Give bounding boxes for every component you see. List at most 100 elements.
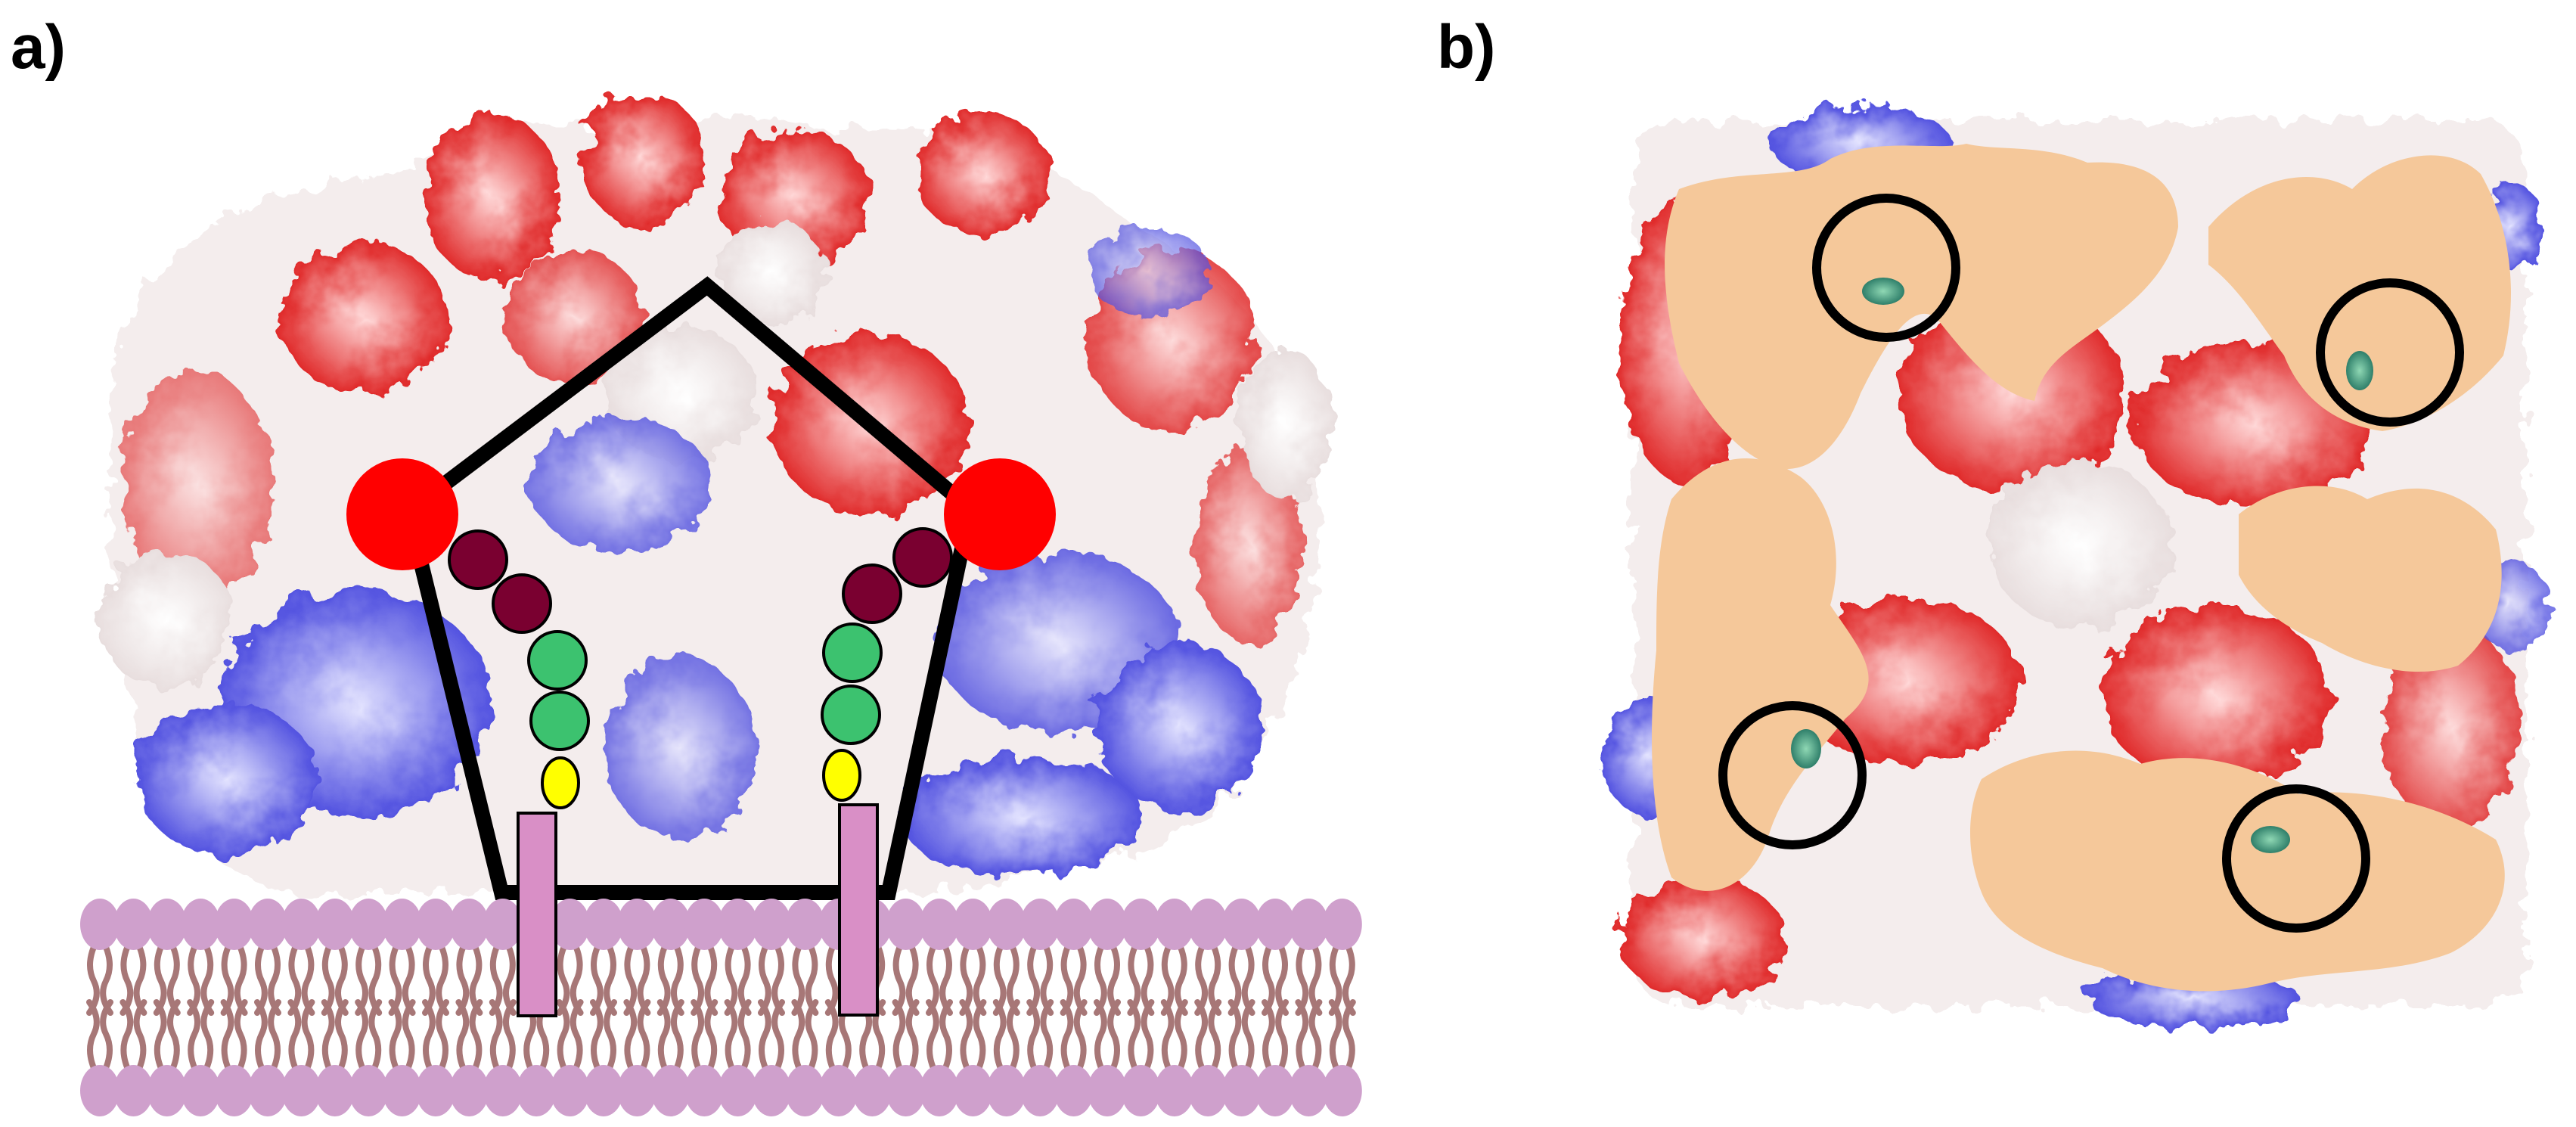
lipid-tail: [1006, 999, 1020, 1071]
lipid-tail: [1060, 999, 1074, 1071]
lipid-head: [80, 899, 119, 950]
lipid-tail: [905, 944, 920, 1016]
cross-section-cut: [1652, 144, 2511, 992]
lipid-head: [1121, 1065, 1161, 1116]
panel-label-a: a): [11, 13, 66, 82]
lipid-head: [718, 899, 758, 950]
lipid-bilayer: [80, 899, 1362, 1116]
lipid-head: [449, 899, 489, 950]
lipid-head: [1322, 899, 1362, 950]
lipid-tail: [1275, 999, 1289, 1071]
lipid-head: [785, 899, 825, 950]
lipid-tail: [959, 999, 973, 1071]
lipid-tail: [1275, 944, 1289, 1016]
lipid-head: [281, 1065, 321, 1116]
lipid-head: [147, 899, 187, 950]
lipid-tail: [973, 944, 987, 1016]
lipid-tail: [355, 944, 369, 1016]
red-sugar-right: [944, 458, 1056, 570]
lipid-tail: [287, 999, 302, 1071]
yellow-sugar-right: [822, 749, 861, 802]
lipid-head: [550, 899, 590, 950]
lipid-tail: [590, 944, 604, 1016]
black-circle-icon: [1718, 701, 1867, 849]
lipid-head: [214, 899, 254, 950]
lipid-tail: [623, 944, 638, 1016]
lipid-tail: [691, 944, 705, 1016]
lipid-tail: [604, 999, 617, 1071]
lipid-tail: [1073, 999, 1088, 1071]
lipid-tail: [268, 999, 281, 1071]
lipid-tail: [469, 999, 483, 1071]
lipid-tail: [1194, 944, 1209, 1016]
lipid-head: [349, 899, 389, 950]
lipid-tail: [254, 944, 268, 1016]
lipid-tail: [1308, 999, 1323, 1071]
lipid-tail: [737, 944, 752, 1016]
lipid-tail: [153, 944, 167, 1016]
lipid-tail: [737, 999, 752, 1071]
lipid-tail: [368, 944, 383, 1016]
lipid-tail: [670, 999, 684, 1071]
lipid-head: [684, 1065, 725, 1116]
highlight-spot-2: [2346, 351, 2373, 390]
lipid-tail: [234, 944, 248, 1016]
lipid-tail: [1295, 999, 1309, 1071]
lipid-tail: [455, 944, 470, 1016]
lipid-tail: [791, 999, 805, 1071]
lipid-tail: [100, 999, 113, 1071]
dark-sugar-left-1: [448, 529, 508, 590]
lipid-tail: [166, 999, 181, 1071]
lipid-tail: [637, 944, 651, 1016]
lipid-tail: [388, 999, 402, 1071]
lipid-tail: [153, 999, 167, 1071]
lipid-tail: [959, 944, 973, 1016]
lipid-tail: [724, 944, 738, 1016]
lipid-tail: [791, 944, 805, 1016]
lipid-tail: [1107, 999, 1121, 1071]
lipid-tail: [166, 944, 181, 1016]
lipid-tail: [301, 944, 315, 1016]
lipid-tail: [656, 999, 671, 1071]
lipid-tail: [992, 944, 1007, 1016]
lipid-head: [315, 1065, 355, 1116]
lipid-tail: [1241, 999, 1255, 1071]
lipid-tail: [805, 944, 819, 1016]
lipid-tail: [1040, 944, 1054, 1016]
black-circle-icon: [1812, 194, 1960, 342]
lipid-tail: [1241, 944, 1255, 1016]
lipid-head: [416, 1065, 455, 1116]
lipid-head: [1054, 899, 1094, 950]
lipid-tail: [926, 999, 939, 1071]
lipid-tail: [187, 999, 201, 1071]
lipid-tail: [704, 944, 718, 1016]
lipid-tail: [436, 944, 449, 1016]
lipid-tail: [220, 999, 234, 1071]
lipid-tail: [670, 944, 684, 1016]
dark-sugar-left-2: [492, 573, 552, 634]
lipid-head: [1255, 1065, 1295, 1116]
lipid-tail: [1208, 999, 1222, 1071]
lipid-head: [1221, 1065, 1262, 1116]
lipid-tail: [939, 944, 953, 1016]
lipid-tail: [187, 944, 201, 1016]
lipid-tail: [824, 944, 839, 1016]
lipid-tail: [119, 999, 134, 1071]
highlight-spot-4: [2251, 826, 2290, 853]
lipid-head: [483, 899, 523, 950]
lipid-tail: [704, 999, 718, 1071]
lipid-tail: [556, 944, 570, 1016]
anchor-right: [838, 803, 879, 1017]
lipid-head: [953, 899, 993, 950]
lipid-tail: [590, 999, 604, 1071]
glycan-chain-right: [821, 458, 1056, 1017]
lipid-tail: [1160, 999, 1175, 1071]
lipid-tail: [1094, 944, 1107, 1016]
lipid-tail: [1127, 999, 1141, 1071]
lipid-head: [1289, 899, 1329, 950]
lipid-head: [1154, 1065, 1194, 1116]
lipid-tail: [771, 944, 785, 1016]
green-sugar-left-1: [527, 630, 588, 691]
lipid-head: [920, 1065, 959, 1116]
lipid-head: [1121, 899, 1161, 950]
